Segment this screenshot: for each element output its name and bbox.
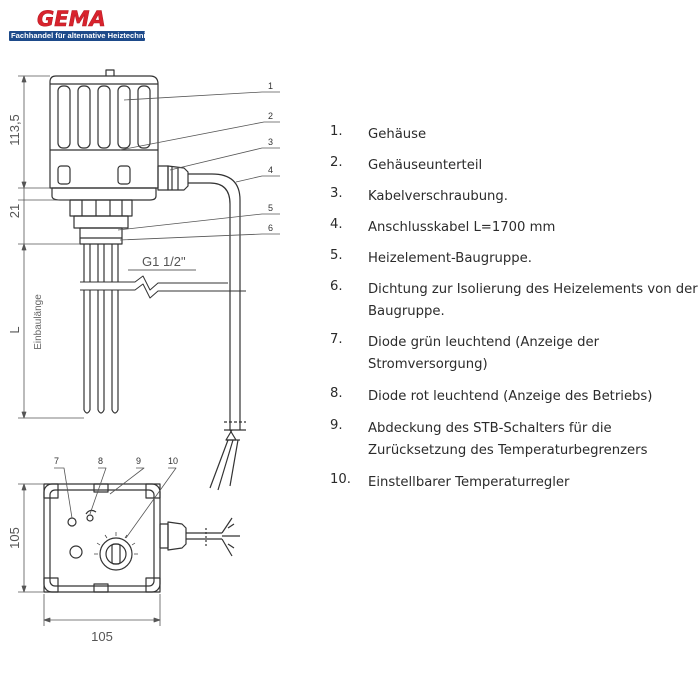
legend-text: Gehäuseunterteil: [368, 158, 483, 173]
dim-length-caption: Einbaulänge: [33, 294, 44, 350]
legend-number: 9.: [330, 418, 343, 433]
legend-number: 6.: [330, 279, 343, 294]
cable-gland: [157, 165, 189, 191]
housing-lower-part: [51, 187, 157, 201]
dim-neck-height: 21: [7, 204, 22, 218]
legend-number: 5.: [330, 248, 343, 263]
callout-9: 9: [136, 456, 141, 466]
legend-text: Anschlusskabel L=1700 mm: [368, 220, 556, 235]
connection-cable: [188, 173, 246, 491]
callout-8: 8: [98, 456, 103, 466]
heating-rods: [80, 244, 246, 414]
dim-thread: G1 1/2": [142, 254, 186, 269]
callout-1: 1: [268, 81, 273, 91]
legend-text: Einstellbarer Temperaturregler: [368, 475, 570, 490]
legend-number: 2.: [330, 155, 343, 170]
dim-length: L: [7, 326, 22, 333]
callout-4: 4: [268, 165, 273, 175]
callout-7: 7: [54, 456, 59, 466]
gema-logo: GEMA Fachhandel für alternative Heiztech…: [9, 8, 145, 41]
legend-number: 7.: [330, 332, 343, 347]
legend-text: Gehäuse: [368, 127, 427, 142]
callout-3: 3: [268, 137, 273, 147]
logo-wordmark: GEMA: [37, 7, 106, 31]
callout-2: 2: [268, 111, 273, 121]
top-view-dimensions: [18, 483, 161, 626]
dim-housing-height: 113,5: [7, 114, 22, 146]
top-callout-leaders: [54, 467, 177, 539]
legend-number: 3.: [330, 186, 343, 201]
legend-number: 4.: [330, 217, 343, 232]
legend-number: 1.: [330, 124, 343, 139]
side-callout-leaders: [117, 91, 280, 241]
legend-text: Diode rot leuchtend (Anzeige des Betrieb…: [368, 389, 653, 404]
neck-and-thread: [69, 199, 133, 245]
callout-10: 10: [168, 456, 178, 466]
dim-top-view-height: 105: [7, 527, 22, 549]
vertical-dimensions: [18, 75, 84, 419]
callout-6: 6: [268, 223, 273, 233]
legend-text: Dichtung zur Isolierung des Heizelements…: [368, 282, 698, 319]
legend-number: 8.: [330, 386, 343, 401]
legend-text: Abdeckung des STB-Schalters für die Zurü…: [368, 421, 648, 458]
dim-top-view-width: 105: [91, 629, 113, 644]
top-view: [43, 483, 240, 593]
legend-number: 10.: [330, 472, 351, 487]
logo-tagline: Fachhandel für alternative Heiztechnik: [9, 31, 145, 41]
legend-text: Heizelement-Baugruppe.: [368, 251, 532, 266]
housing: [49, 69, 159, 189]
callout-5: 5: [268, 203, 273, 213]
legend-text: Kabelverschraubung.: [368, 189, 508, 204]
legend-text: Diode grün leuchtend (Anzeige der Stromv…: [368, 335, 600, 372]
